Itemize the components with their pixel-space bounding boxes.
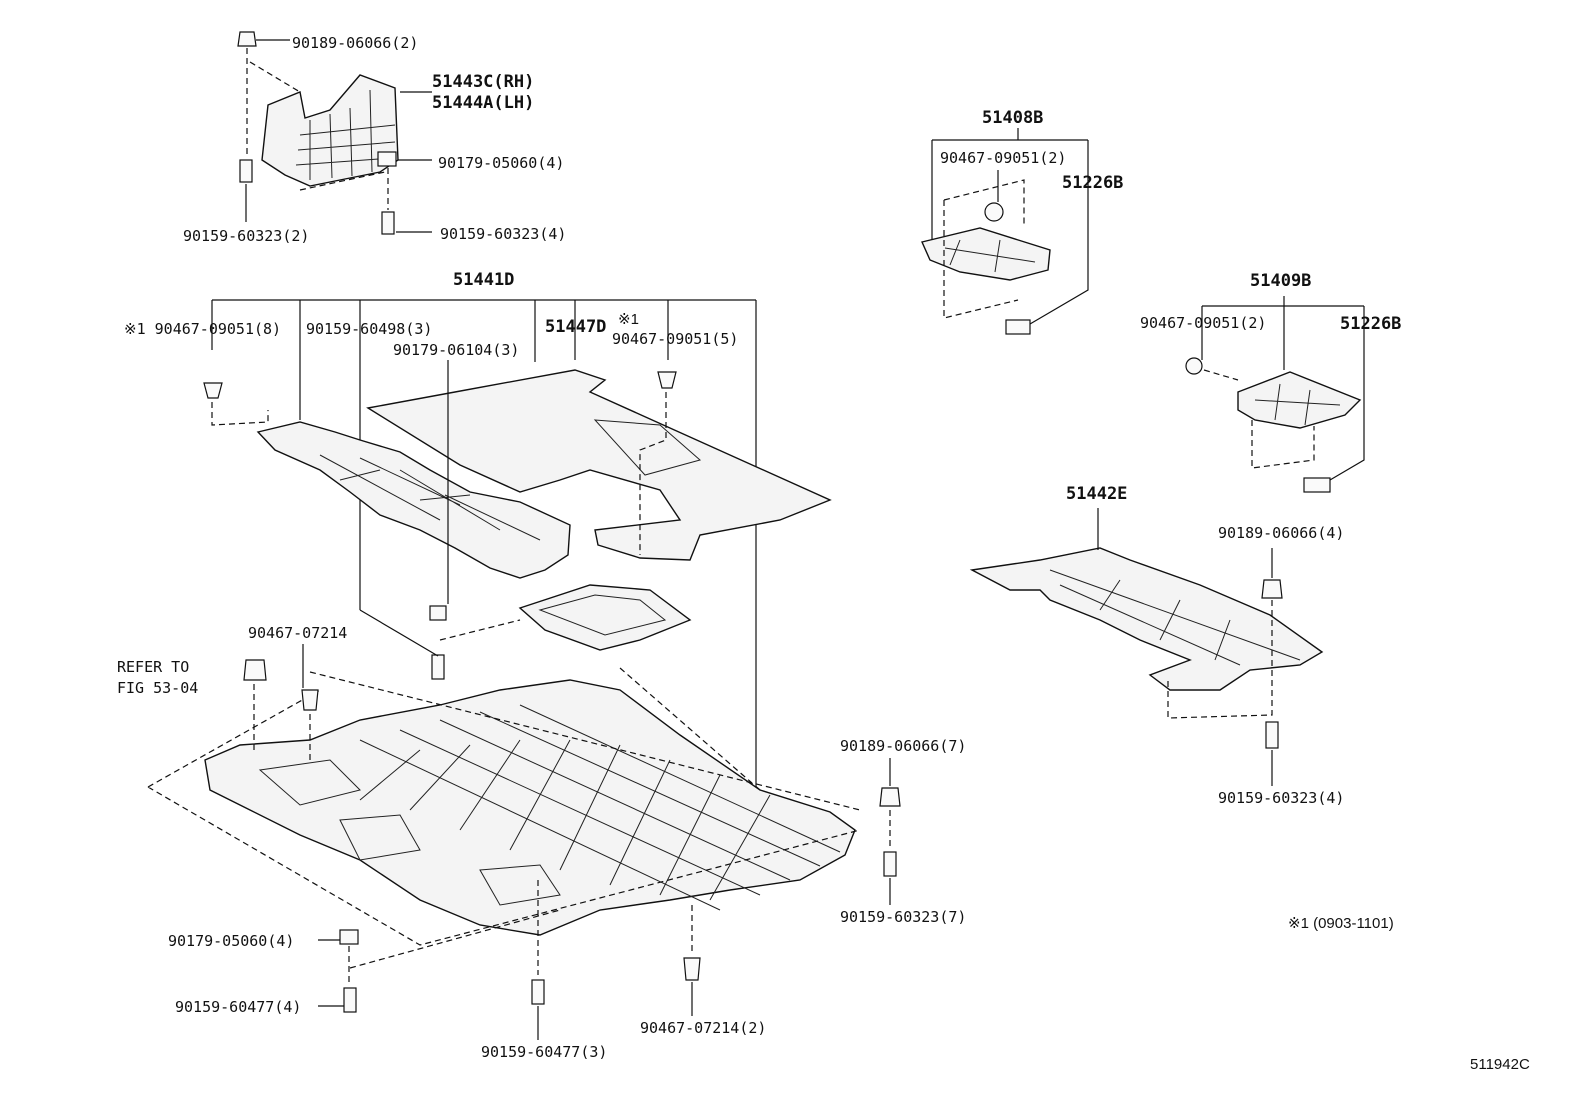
clip-90467-09051-51408b (984, 202, 1004, 222)
callout-90159-60477-3: 90159-60477(3) (481, 1043, 608, 1061)
bolt-90159-60323-right (1265, 721, 1279, 749)
clip-90467-09051-51409b (1185, 357, 1203, 375)
callout-90159-60323-2: 90159-60323(2) (183, 227, 310, 245)
callout-51226b-b: 51226B (1340, 314, 1402, 334)
footnote-date-range: ※1 (0903-1101) (1288, 915, 1394, 932)
bolt-90159-60477-center (531, 979, 545, 1005)
clip-90467-07214 (301, 689, 319, 711)
callout-90159-60477-4: 90159-60477(4) (175, 998, 302, 1016)
bolt-90159-60477-left (343, 987, 357, 1013)
nut-51226b-a (1005, 319, 1031, 335)
clip-90189-06066-top (237, 31, 290, 47)
cover-51409b (1237, 371, 1362, 429)
bolt-90159-60323-7 (883, 851, 897, 877)
callout-51447d: 51447D (545, 317, 607, 337)
callout-90159-60498-3: 90159-60498(3) (306, 320, 433, 338)
engine-under-cover-51441d (256, 421, 571, 579)
callout-51442e: 51442E (1066, 484, 1128, 504)
clip-refer-fig (243, 659, 267, 681)
callout-90467-09051-5: 90467-09051(5) (612, 330, 739, 348)
callout-90179-05060-bottom: 90179-05060(4) (168, 932, 295, 950)
nut-90179-05060-top (377, 151, 432, 167)
callout-90467-07214-2: 90467-07214(2) (640, 1019, 767, 1037)
nut-51226b-b (1303, 477, 1331, 493)
callout-90159-60323-4-right: 90159-60323(4) (1218, 789, 1345, 807)
bolt-90159-60498 (431, 654, 445, 680)
nut-90179-06104 (429, 605, 447, 621)
service-hole-cover (518, 584, 692, 651)
callout-refer-to: REFER TO (117, 658, 190, 676)
fender-shield-51443c (261, 74, 399, 187)
callout-51441d: 51441D (453, 270, 515, 290)
nut-90179-05060-bottom (339, 929, 359, 945)
callout-90189-06066-7: 90189-06066(7) (840, 737, 967, 755)
callout-90189-06066-2: 90189-06066(2) (292, 34, 419, 52)
callout-90467-09051-2-a: 90467-09051(2) (940, 149, 1067, 167)
clip-90467-07214-2 (683, 957, 701, 981)
clip-90467-09051-right (657, 371, 677, 389)
engine-under-cover-main (204, 679, 856, 936)
clip-90467-09051-left (203, 382, 223, 399)
clip-90189-06066-7 (879, 787, 901, 807)
bolt-90159-60323-left (239, 159, 253, 222)
insulator-51447d (366, 369, 832, 561)
clip-90189-06066-4 (1261, 579, 1283, 599)
callout-90159-60323-4-top: 90159-60323(4) (440, 225, 567, 243)
diagram-id: 511942C (1470, 1056, 1530, 1073)
callout-51409b: 51409B (1250, 271, 1312, 291)
callout-90159-60323-7: 90159-60323(7) (840, 908, 967, 926)
callout-90179-05060-top: 90179-05060(4) (438, 154, 565, 172)
callout-51408b: 51408B (982, 108, 1044, 128)
callout-90467-09051-8: ※1 90467-09051(8) (124, 320, 282, 338)
callout-90189-06066-4: 90189-06066(4) (1218, 524, 1345, 542)
callout-90467-07214: 90467-07214 (248, 624, 348, 642)
callout-51443c: 51443C(RH) (432, 72, 535, 92)
bolt-90159-60323-top (381, 211, 432, 235)
callout-51447d-mark: ※1 (618, 311, 639, 328)
cover-51408b (921, 227, 1051, 281)
callout-90467-09051-2-b: 90467-09051(2) (1140, 314, 1267, 332)
callout-51226b-a: 51226B (1062, 173, 1124, 193)
callout-51444a: 51444A(LH) (432, 93, 535, 113)
under-cover-51442e (969, 547, 1324, 691)
callout-90179-06104-3: 90179-06104(3) (393, 341, 520, 359)
callout-refer-fig: FIG 53-04 (117, 679, 199, 697)
